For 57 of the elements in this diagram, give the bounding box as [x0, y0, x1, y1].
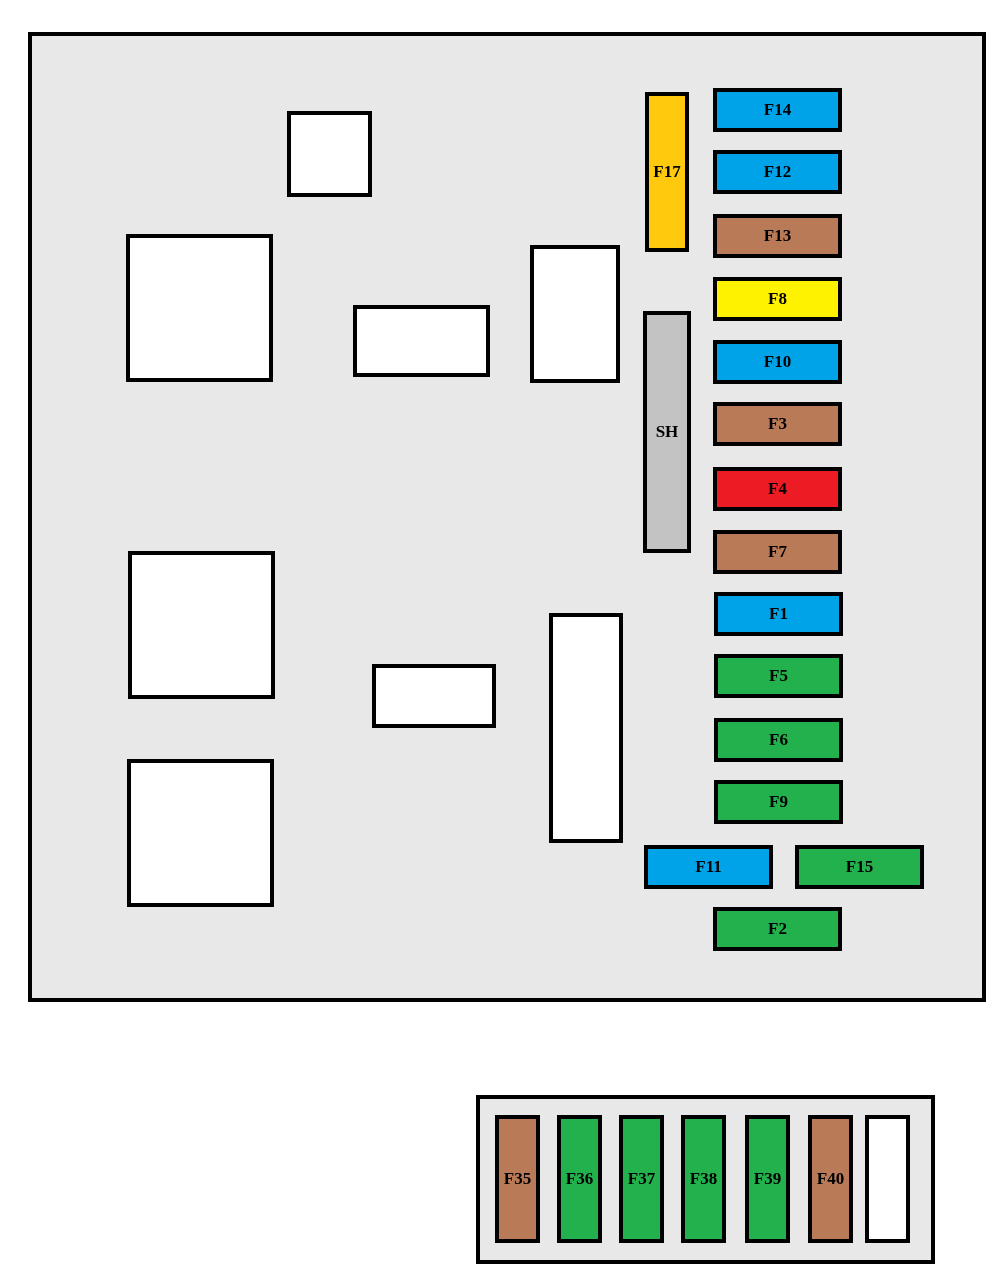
empty-slot: [865, 1115, 910, 1243]
fuse-label: F8: [768, 289, 787, 309]
fuse-label: F3: [768, 414, 787, 434]
empty-slot: [372, 664, 496, 728]
fuse: [713, 340, 842, 384]
fuse-label: F2: [768, 919, 787, 939]
fuse-label: F1: [769, 604, 788, 624]
fuse-label: F4: [768, 479, 787, 499]
fuse: [714, 780, 843, 824]
empty-slot: [126, 234, 273, 382]
fuse-label: F7: [768, 542, 787, 562]
fuse-label: F10: [763, 352, 792, 372]
fuse-label: F6: [769, 730, 788, 750]
fuse-box-panel: [476, 1095, 935, 1264]
fuse-label: F39: [753, 1169, 782, 1189]
fuse-label: F11: [695, 857, 722, 877]
fuse-label: F5: [769, 666, 788, 686]
fuse: [714, 654, 843, 698]
fuse: [495, 1115, 540, 1243]
empty-slot: [127, 759, 274, 907]
fuse-label: F35: [503, 1169, 532, 1189]
fuse: [808, 1115, 853, 1243]
fuse: [713, 402, 842, 446]
fuse: [713, 467, 842, 511]
fuse: [713, 150, 842, 194]
fuse: [681, 1115, 726, 1243]
empty-slot: [549, 613, 623, 843]
fuse: [557, 1115, 602, 1243]
fuse: [713, 88, 842, 132]
fuse: [713, 214, 842, 258]
fuse: [643, 311, 691, 553]
fuse-label: F14: [763, 100, 792, 120]
fuse-label: F36: [565, 1169, 594, 1189]
empty-slot: [128, 551, 275, 699]
fuse-label: F9: [769, 792, 788, 812]
fuse-label: F12: [763, 162, 792, 182]
empty-slot: [287, 111, 372, 197]
fuse: [713, 907, 842, 951]
fuse: [714, 592, 843, 636]
fuse-label: F15: [845, 857, 874, 877]
fuse-box-panel: [28, 32, 986, 1002]
fuse-label: F13: [763, 226, 792, 246]
empty-slot: [353, 305, 490, 377]
fuse: [713, 530, 842, 574]
fuse: [619, 1115, 664, 1243]
fuse-label: F38: [689, 1169, 718, 1189]
fuse-label: F40: [816, 1169, 845, 1189]
fuse: [644, 845, 773, 889]
fuse: [714, 718, 843, 762]
fuse: [645, 92, 689, 252]
fuse: [713, 277, 842, 321]
empty-slot: [530, 245, 620, 383]
fuse-label: SH: [655, 422, 679, 442]
fuse-label: F37: [627, 1169, 656, 1189]
fuse: [795, 845, 924, 889]
fuse-label: F17: [653, 162, 681, 182]
fuse: [745, 1115, 790, 1243]
